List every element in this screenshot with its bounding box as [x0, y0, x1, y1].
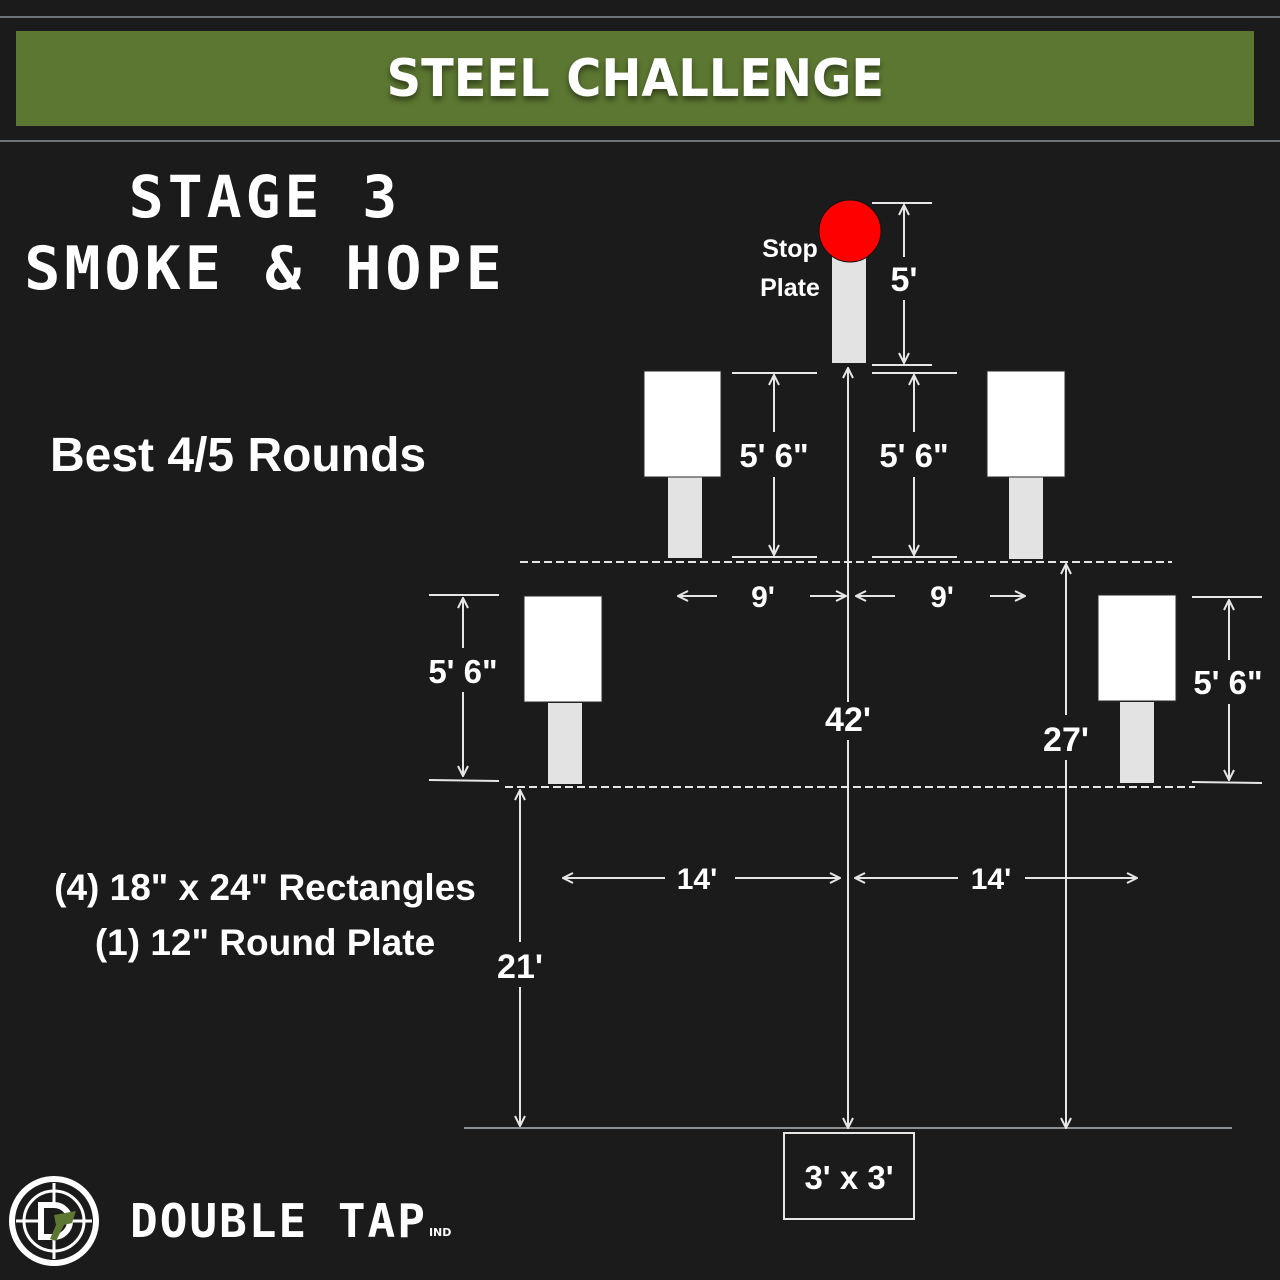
title-banner: STEEL CHALLENGE: [16, 31, 1254, 126]
target-stand-bottom-right: [1120, 702, 1154, 783]
scoring-rule: Best 4/5 Rounds: [50, 429, 427, 482]
brand-name: DOUBLE TAP: [130, 1194, 427, 1248]
height-top-left: 5' 6": [739, 437, 808, 474]
height-bottom-right: 5' 6": [1193, 664, 1262, 701]
spacing-bottom-left: 14': [677, 863, 718, 896]
top-divider: [0, 16, 1280, 18]
stop-plate: [818, 199, 882, 263]
spacing-bottom-right: 14': [971, 863, 1012, 896]
shooting-box-label: 3' x 3': [804, 1159, 893, 1196]
stage-number: STAGE 3: [128, 163, 402, 231]
target-stand-top-right: [1009, 477, 1043, 559]
target-rect-top-left: [643, 370, 722, 478]
stop-plate-label: Stop: [762, 235, 818, 263]
stop-plate-label-2: Plate: [760, 274, 820, 302]
stage-name: SMOKE & HOPE: [24, 234, 506, 304]
height-top-right: 5' 6": [879, 437, 948, 474]
brand-suffix: IND: [428, 1225, 452, 1239]
shooting-box: [783, 1132, 915, 1220]
height-bottom-left: 5' 6": [428, 653, 497, 690]
spacing-top-right: 9': [930, 581, 954, 614]
target-stand-top-left: [668, 477, 702, 558]
distance-bottom-row: 21': [497, 948, 543, 986]
targets-round-plate: (1) 12" Round Plate: [94, 922, 436, 963]
banner-title: STEEL CHALLENGE: [386, 48, 884, 109]
target-rect-top-right: [986, 370, 1066, 478]
target-stand-bottom-left: [548, 703, 582, 784]
crosshair-logo-icon: [9, 1176, 99, 1266]
targets-rectangles: (4) 18" x 24" Rectangles: [54, 867, 476, 908]
target-rect-bottom-left: [523, 595, 603, 703]
distance-top-row: 27': [1043, 721, 1089, 759]
target-rect-bottom-right: [1097, 594, 1177, 702]
stop-plate-height: 5': [891, 261, 918, 299]
banner-divider: [0, 140, 1280, 142]
stop-plate-stand: [832, 255, 866, 363]
brand-logo: DOUBLE TAP IND: [8, 1175, 451, 1267]
spacing-top-left: 9': [751, 581, 775, 614]
distance-stop-plate: 42': [825, 701, 871, 739]
